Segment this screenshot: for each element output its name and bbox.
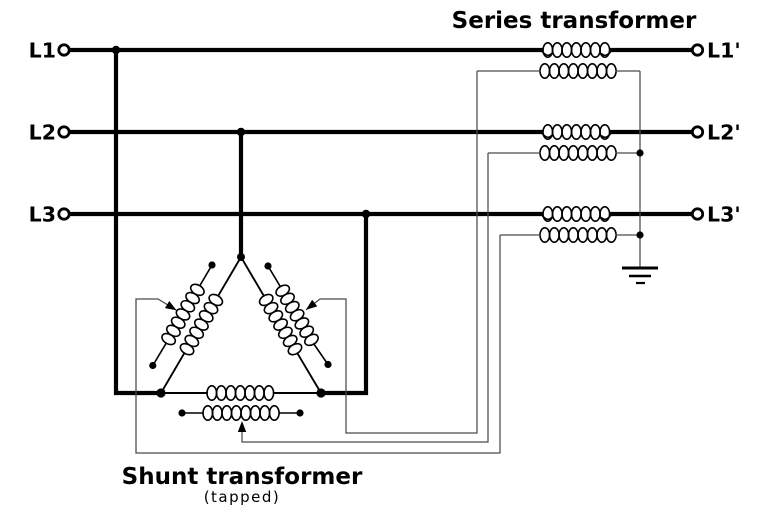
shunt-feed-wires: [113, 47, 369, 396]
winding-coil: [202, 404, 280, 422]
shunt-transformer-delta: [160, 256, 322, 402]
shunt-tapped-secondaries: [149, 261, 332, 422]
terminal-label-l2-out: L2': [707, 121, 741, 145]
terminal-l1: [57, 43, 71, 57]
junction-dot: [636, 149, 644, 157]
series-primary-coil: [542, 41, 611, 59]
series-primary-coil: [542, 206, 611, 222]
junction-dot: [236, 127, 246, 137]
input-terminals: L1 L2 L3: [29, 39, 71, 227]
winding-lead: [267, 265, 282, 288]
output-terminals: L1' L2' L3': [690, 39, 741, 227]
coil-hook: [540, 213, 552, 221]
terminal-label-l1-out: L1': [707, 39, 741, 63]
series-secondary-coil: [539, 62, 617, 79]
tap-wire-l2-to-bottom-winding: [241, 153, 489, 443]
bottom-tapped-winding: [178, 404, 304, 422]
earth-ground-icon: [622, 266, 658, 285]
wire-l3-to-delta: [318, 211, 369, 396]
junction-dots: [111, 45, 371, 398]
terminal-l2: [57, 125, 71, 139]
delta-corner-dot: [156, 388, 166, 398]
winding-lead: [199, 264, 213, 287]
terminal-l2-out: [690, 125, 705, 139]
terminal-l1-out: [690, 43, 705, 57]
terminal-label-l1: L1: [29, 39, 56, 63]
junction-dot: [361, 209, 371, 219]
series-transformer-l2: [488, 124, 640, 161]
winding-end-dot: [296, 409, 304, 417]
winding-lead: [313, 343, 329, 366]
delta-side: [296, 352, 322, 394]
winding-end-dot: [149, 361, 157, 370]
coil-hook: [601, 213, 613, 221]
coil-hook: [540, 49, 552, 57]
delta-apex-dot: [237, 253, 245, 261]
series-secondary-coil: [539, 145, 617, 161]
terminal-l3: [57, 207, 71, 221]
series-primary-coil: [542, 124, 611, 140]
left-tapped-winding: [149, 261, 216, 370]
delta-side: [217, 256, 242, 297]
tap-arrow-icon: [303, 299, 318, 314]
terminal-l3-out: [690, 207, 705, 221]
series-transformer-l3: [500, 206, 640, 243]
terminal-label-l3-out: L3': [707, 203, 741, 227]
junction-dot: [111, 45, 121, 55]
coil-hook: [601, 49, 613, 57]
delta-bottom-winding: [206, 384, 275, 402]
delta-side: [240, 256, 265, 297]
series-secondary-coil: [539, 227, 617, 243]
wire-l1-to-delta: [113, 47, 164, 396]
series-transformer-title: Series transformer: [452, 8, 697, 34]
terminal-label-l2: L2: [29, 121, 56, 145]
winding-end-dot: [324, 360, 332, 369]
delta-side: [160, 352, 186, 394]
tap-arrow-icon: [237, 421, 247, 432]
right-tapped-winding: [264, 262, 332, 369]
junction-dot: [636, 231, 644, 239]
series-transformer-l1: [477, 41, 640, 79]
delta-corner-dot: [316, 388, 326, 398]
terminal-label-l3: L3: [29, 203, 56, 227]
neutral-ground-branch: [622, 71, 658, 285]
tap-wiring: [135, 71, 501, 454]
tap-wire-l3-to-left-winding: [135, 235, 501, 454]
shunt-transformer-subtitle: (tapped): [204, 488, 281, 506]
coil-hook: [601, 131, 613, 139]
coil-hook: [540, 131, 552, 139]
shunt-transformer-title: Shunt transformer: [122, 464, 363, 490]
tap-wire-l1-to-right-winding: [305, 71, 478, 434]
winding-lead: [152, 342, 167, 367]
